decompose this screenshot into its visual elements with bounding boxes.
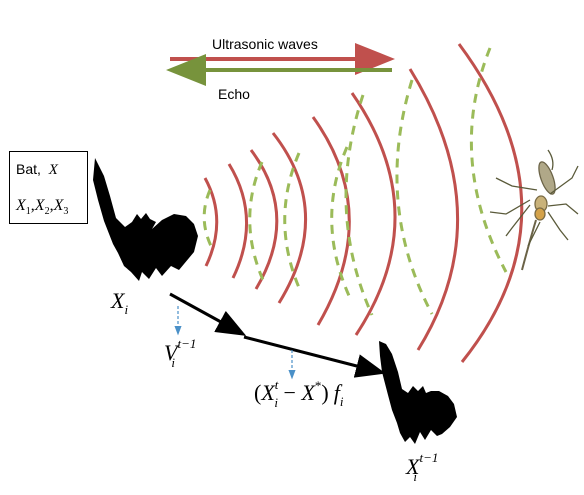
wave-arc — [350, 92, 397, 336]
wave-arc — [203, 177, 219, 267]
bat-icon — [93, 158, 198, 281]
move-arrow-2 — [243, 335, 386, 378]
mosquito-icon — [489, 149, 579, 271]
move-arrow-1 — [169, 292, 247, 336]
echo-arc — [330, 146, 352, 299]
svg-text:Bat, X: Bat, X — [16, 161, 59, 178]
legend-var-x: X — [48, 162, 59, 178]
legend-box — [9, 151, 88, 224]
echo-arc — [469, 47, 508, 273]
echo-arcs — [202, 47, 508, 316]
echo-label: Echo — [218, 86, 250, 102]
echo-arc — [248, 161, 265, 281]
legend-content: Bat, X X1,X2,X3 — [15, 161, 68, 217]
wave-arc — [311, 116, 351, 326]
ultrasonic-label: Ultrasonic waves — [212, 36, 318, 52]
wave-arc — [457, 43, 524, 363]
legend-bat-label: Bat, — [16, 161, 41, 177]
echo-arc — [202, 189, 215, 251]
label-bat-position: Xi — [110, 288, 128, 317]
wave-arc — [271, 132, 307, 304]
echo-arc — [395, 79, 434, 315]
wave-arcs — [203, 43, 524, 363]
legend-x1: X — [15, 197, 27, 214]
echo-arc — [283, 152, 302, 291]
wave-arc — [408, 68, 459, 351]
svg-text:X1,X2,X3: X1,X2,X3 — [15, 197, 68, 217]
bat-icon — [379, 341, 457, 444]
echo-arc — [344, 94, 374, 316]
wave-arc — [249, 149, 279, 290]
wave-arc — [227, 163, 248, 279]
